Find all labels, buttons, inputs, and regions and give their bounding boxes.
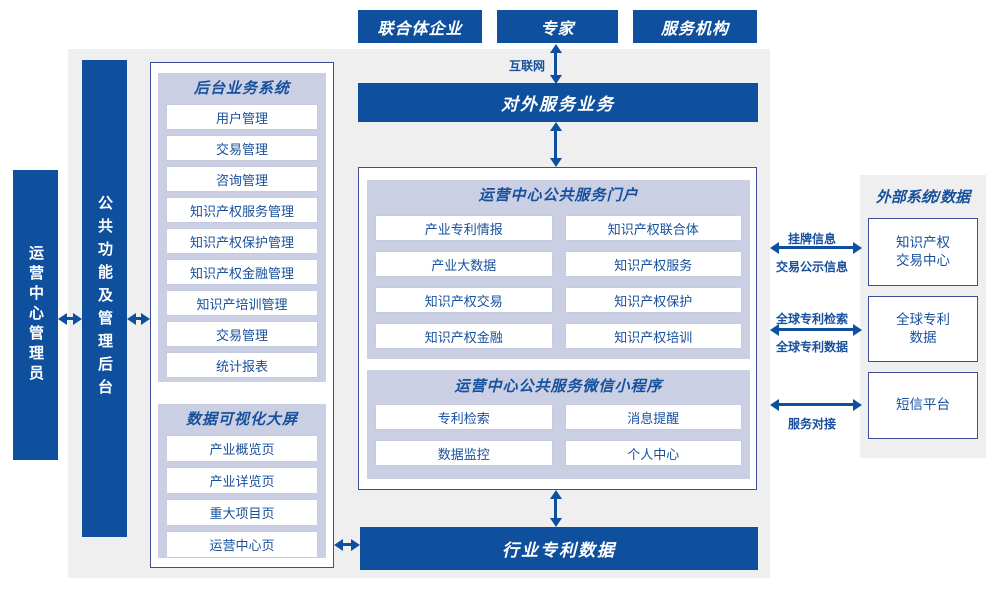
dashboard-item: 重大项目页 [166,499,318,526]
portal-item: 知识产权金融 [375,323,553,349]
backend-system-title: 后台业务系统 [193,80,290,97]
miniprogram-item: 专利检索 [375,404,553,430]
backend-item: 交易管理 [166,135,318,161]
dashboard-section: 数据可视化大屏 产业概览页 产业详览页 重大项目页 运营中心页 [158,404,326,558]
external-system-line: 知识产权 [896,234,950,250]
external-systems-title: 外部系统/数据 [875,189,971,206]
double-arrow-horizontal-icon [67,317,73,320]
link-label-service-connection: 服务对接 [787,417,836,431]
portal-title: 运营中心公共服务门户 [478,187,639,204]
dashboard-item: 运营中心页 [166,531,318,558]
actor-service-agency: 服务机构 [633,10,757,43]
backend-item: 咨询管理 [166,166,318,192]
backend-item: 用户管理 [166,104,318,130]
double-arrow-vertical-icon [554,499,557,518]
actor-consortium-enterprise: 联合体企业 [358,10,482,43]
portal-item: 产业大数据 [375,251,553,277]
industry-patent-data-bar: 行业专利数据 [360,527,758,570]
link-label-listing-info: 挂牌信息 [787,232,836,246]
link-label-global-patent-search: 全球专利检索 [775,312,848,326]
operation-center-admin-bar: 运营中心管理员 [13,170,58,460]
backend-item: 统计报表 [166,352,318,378]
external-systems-panel: 外部系统/数据 知识产权 交易中心 全球专利 数据 短信平台 [860,175,986,458]
miniprogram-items: 专利检索 消息提醒 数据监控 个人中心 [375,404,742,466]
backend-item: 知识产权服务管理 [166,197,318,223]
public-function-backend-bar: 公共功能及管理后台 [82,60,127,537]
miniprogram-item: 消息提醒 [564,404,742,430]
internet-label: 互联网 [508,59,545,73]
backend-item: 知识产培训管理 [166,290,318,316]
miniprogram-item: 个人中心 [564,440,742,466]
external-system-line: 数据 [909,330,937,345]
portal-item: 知识产权交易 [375,287,553,313]
dashboard-items: 产业概览页 产业详览页 重大项目页 运营中心页 [166,435,318,558]
miniprogram-item: 数据监控 [375,440,553,466]
backend-system-items: 用户管理 交易管理 咨询管理 知识产权服务管理 知识产权保护管理 知识产权金融管… [166,104,318,378]
portal-item: 知识产权联合体 [564,215,742,241]
double-arrow-vertical-icon [554,53,557,75]
external-system-global-patent-data: 全球专利 数据 [868,296,978,362]
backend-item: 交易管理 [166,321,318,347]
miniprogram-section: 运营中心公共服务微信小程序 专利检索 消息提醒 数据监控 个人中心 [367,370,750,479]
dashboard-title: 数据可视化大屏 [185,411,298,428]
portal-item: 知识产权培训 [564,323,742,349]
double-arrow-horizontal-icon [779,328,853,331]
portal-section: 运营中心公共服务门户 产业专利情报 知识产权联合体 产业大数据 知识产权服务 知… [367,180,750,359]
external-system-line: 全球专利 [896,311,950,327]
backend-system-section: 后台业务系统 用户管理 交易管理 咨询管理 知识产权服务管理 知识产权保护管理 … [158,73,326,382]
portal-item: 知识产权服务 [564,251,742,277]
link-label-transaction-publicity: 交易公示信息 [775,260,848,274]
external-system-line: 短信平台 [896,397,950,413]
dashboard-item: 产业概览页 [166,435,318,462]
portal-items: 产业专利情报 知识产权联合体 产业大数据 知识产权服务 知识产权交易 知识产权保… [375,215,742,349]
double-arrow-horizontal-icon [136,317,141,320]
double-arrow-vertical-icon [554,131,557,158]
service-group-box: 运营中心公共服务门户 产业专利情报 知识产权联合体 产业大数据 知识产权服务 知… [358,167,757,490]
external-system-line: 交易中心 [896,253,950,268]
external-system-sms-platform: 短信平台 [868,372,978,439]
backend-item: 知识产权金融管理 [166,259,318,285]
dashboard-item: 产业详览页 [166,467,318,494]
actor-expert: 专家 [497,10,618,43]
backend-group-box: 后台业务系统 用户管理 交易管理 咨询管理 知识产权服务管理 知识产权保护管理 … [150,62,334,568]
miniprogram-title: 运营中心公共服务微信小程序 [454,378,663,395]
double-arrow-horizontal-icon [779,403,853,406]
portal-item: 知识产权保护 [564,287,742,313]
portal-item: 产业专利情报 [375,215,553,241]
double-arrow-horizontal-icon [779,246,853,249]
double-arrow-horizontal-icon [343,543,351,546]
external-service-bar: 对外服务业务 [358,83,758,122]
backend-item: 知识产权保护管理 [166,228,318,254]
link-label-global-patent-data: 全球专利数据 [775,340,848,354]
external-system-ip-trading-center: 知识产权 交易中心 [868,218,978,286]
